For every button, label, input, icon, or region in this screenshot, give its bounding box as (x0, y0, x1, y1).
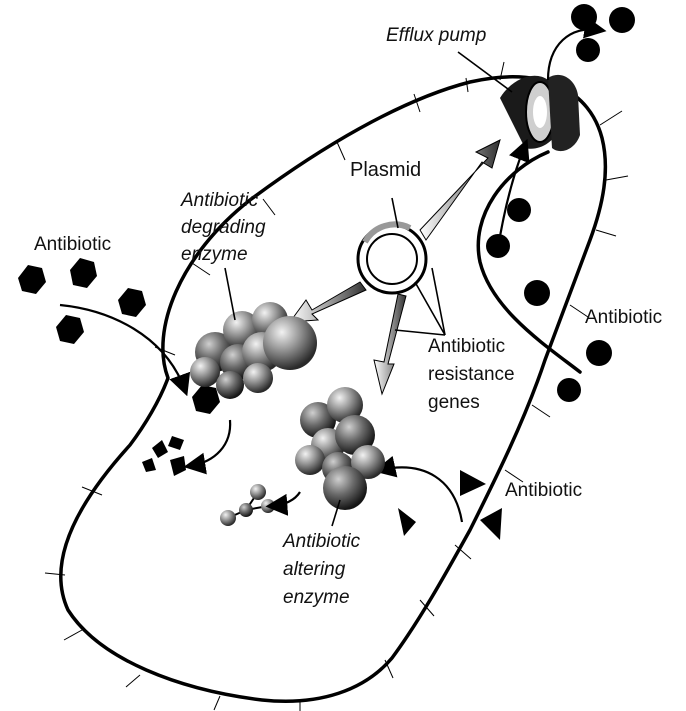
hexagon-antibiotics (18, 258, 220, 414)
altering-enzyme-line1: Antibiotic (282, 531, 361, 552)
degrading-enzyme-pointer (225, 268, 235, 320)
cell-pili (45, 62, 628, 711)
antibiotic-label-bottom: Antibiotic (505, 480, 582, 501)
efflux-entry-arrow (498, 145, 525, 248)
altering-enzyme-label: Antibiotic altering enzyme (282, 531, 361, 608)
resistance-genes-line1: Antibiotic (428, 336, 505, 357)
degraded-fragments (142, 436, 186, 476)
resistance-genes-line2: resistance (428, 364, 515, 385)
alteration-arrow (272, 492, 300, 506)
triangle-antibiotics (398, 470, 502, 540)
altering-enzyme-line3: enzyme (283, 587, 350, 608)
efflux-pump-label: Efflux pump (386, 25, 486, 46)
degrading-enzyme-line1: Antibiotic (180, 190, 259, 211)
expelled-antibiotics (571, 4, 635, 62)
antibiotic-label-left: Antibiotic (34, 234, 111, 255)
altering-enzyme (295, 387, 385, 510)
triangle-entry-arrow (380, 467, 462, 522)
degrading-enzyme-label: Antibiotic degrading enzyme (180, 190, 266, 265)
altering-enzyme-line2: altering (283, 559, 346, 580)
degrading-enzyme-line2: degrading (181, 217, 266, 238)
degradation-arrow (190, 420, 230, 466)
resistance-genes-label: Antibiotic resistance genes (428, 336, 515, 413)
plasmid-label: Plasmid (350, 159, 421, 181)
resistance-genes-line3: genes (428, 392, 480, 413)
altered-antibiotic (220, 484, 275, 526)
efflux-pump (500, 75, 580, 151)
antibiotic-label-right: Antibiotic (585, 307, 662, 328)
degrading-enzyme-line3: enzyme (181, 244, 248, 265)
efflux-pump-pointer (458, 52, 512, 92)
